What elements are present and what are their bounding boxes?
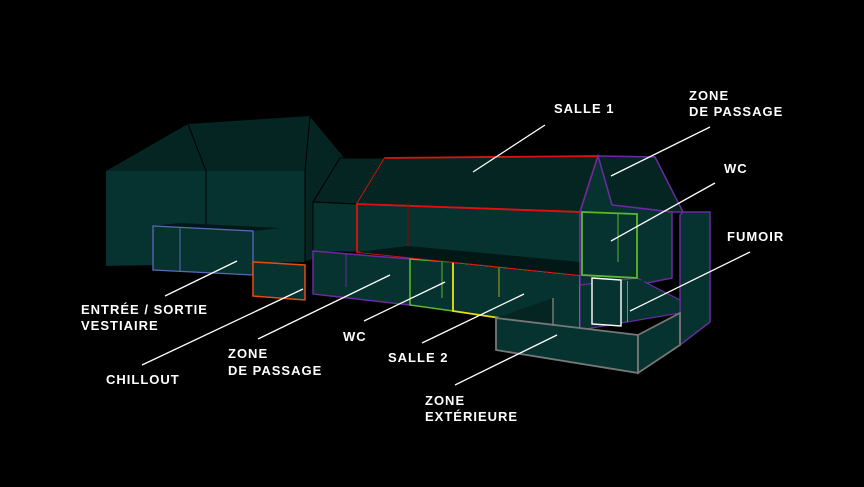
label-zone-exterieure: ZONE EXTÉRIEURE bbox=[425, 393, 518, 424]
label-line: DE PASSAGE bbox=[228, 363, 322, 378]
label-line: EXTÉRIEURE bbox=[425, 409, 518, 424]
label-line: ZONE bbox=[228, 346, 268, 361]
zone-wc-bottom bbox=[409, 258, 454, 312]
label-line: VESTIAIRE bbox=[81, 318, 159, 333]
zone-fumoir bbox=[591, 277, 644, 327]
leader-lines bbox=[141, 124, 751, 386]
middle-house bbox=[312, 157, 386, 253]
zone-exterieure bbox=[495, 298, 681, 375]
label-chillout: CHILLOUT bbox=[106, 372, 180, 387]
label-zone-passage-bottom: ZONE DE PASSAGE bbox=[228, 346, 322, 378]
zone-salle-1 bbox=[355, 155, 600, 276]
label-wc-top: WC bbox=[724, 161, 748, 176]
label-line: ZONE bbox=[689, 88, 729, 103]
label-line: ZONE bbox=[425, 393, 465, 408]
zone-entree-vestiaire bbox=[152, 223, 280, 276]
label-line: DE PASSAGE bbox=[689, 104, 783, 119]
label-line: ENTRÉE / SORTIE bbox=[81, 302, 208, 317]
label-wc-bottom: WC bbox=[343, 329, 367, 344]
zone-passage-bottom bbox=[312, 250, 411, 306]
label-fumoir: FUMOIR bbox=[727, 229, 784, 244]
label-zone-passage-top: ZONE DE PASSAGE bbox=[689, 88, 783, 119]
label-salle-1: SALLE 1 bbox=[554, 101, 614, 116]
label-salle-2: SALLE 2 bbox=[388, 350, 448, 365]
label-entree-vestiaire: ENTRÉE / SORTIE VESTIAIRE bbox=[81, 302, 213, 333]
zone-wc-top bbox=[581, 211, 638, 279]
zone-chillout bbox=[252, 261, 306, 301]
